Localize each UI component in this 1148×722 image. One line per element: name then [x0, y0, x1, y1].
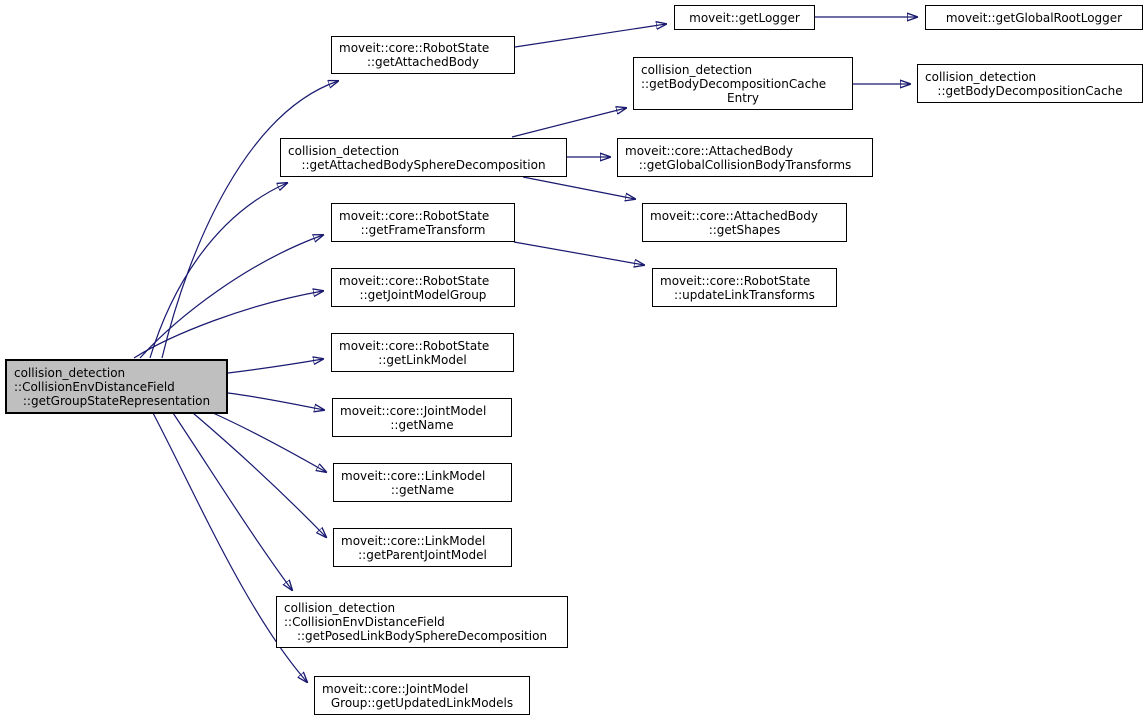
- node-label-line: ::getBodyDecompositionCache: [641, 76, 827, 91]
- node-jointmodel-getname[interactable]: moveit::core::JointModel ::getName: [332, 398, 512, 437]
- edge-spheredecomp-to-cacheentry: [511, 108, 626, 138]
- node-label-line: moveit::core::RobotState: [339, 273, 490, 288]
- edge-getattachedbody-to-getlogger: [514, 24, 666, 48]
- node-getparentjointmodel[interactable]: moveit::core::LinkModel ::getParentJoint…: [333, 528, 512, 567]
- node-linkmodel-getname[interactable]: moveit::core::LinkModel ::getName: [333, 463, 512, 502]
- edge-main-to-getlinkmodel: [227, 359, 323, 374]
- node-label-line: moveit::core::LinkModel: [341, 533, 486, 548]
- node-label-line: moveit::core::JointModel: [340, 403, 487, 418]
- node-updatelinktransforms[interactable]: moveit::core::RobotState ::updateLinkTra…: [652, 268, 837, 307]
- node-label-line: ::getLinkModel: [378, 352, 467, 367]
- node-label-line: moveit::core::AttachedBody: [650, 208, 818, 223]
- edge-main-to-linkmodel-getname: [212, 412, 326, 472]
- node-label-line: ::getAttachedBodySphereDecomposition: [301, 157, 546, 172]
- node-getlogger[interactable]: moveit::getLogger: [674, 5, 815, 30]
- node-label-line: ::getGroupStateRepresentation: [22, 393, 211, 408]
- node-label-line: ::getParentJointModel: [358, 547, 487, 562]
- node-label-line: moveit::core::AttachedBody: [625, 143, 793, 158]
- node-label-line: ::getBodyDecompositionCache: [937, 83, 1123, 98]
- node-label-line: ::getJointModelGroup: [359, 287, 487, 302]
- node-label-line: collision_detection: [641, 62, 753, 77]
- node-label-line: ::getFrameTransform: [360, 222, 486, 237]
- node-label-line: ::getAttachedBody: [366, 55, 480, 69]
- edge-main-to-getframetransform: [139, 235, 323, 359]
- node-getjointmodelgroup[interactable]: moveit::core::RobotState ::getJointModel…: [331, 268, 515, 307]
- node-label-line: collision_detection: [14, 365, 126, 380]
- node-label-line: ::getShapes: [708, 222, 781, 237]
- node-getglobalcollisionbodytransforms[interactable]: moveit::core::AttachedBody ::getGlobalCo…: [617, 138, 873, 177]
- node-getframetransform[interactable]: moveit::core::RobotState ::getFrameTrans…: [331, 203, 515, 242]
- edge-spheredecomp-to-getshapes: [522, 176, 635, 199]
- node-label-line: ::CollisionEnvDistanceField: [14, 379, 175, 394]
- node-label-line: moveit::core::RobotState: [339, 208, 490, 223]
- node-label-line: moveit::core::RobotState: [339, 338, 490, 353]
- node-label-line: ::getGlobalCollisionBodyTransforms: [638, 157, 852, 172]
- edge-main-to-getjointmodelgroup: [133, 291, 323, 359]
- edge-main-to-getattachedbodyspheredecomposition: [149, 183, 287, 359]
- node-getposedlinkbodyspheredecomposition[interactable]: collision_detection ::CollisionEnvDistan…: [276, 596, 568, 648]
- node-label-line: moveit::getLogger: [689, 10, 800, 25]
- node-label-line: collision_detection: [284, 601, 396, 615]
- node-label-line: ::updateLinkTransforms: [674, 287, 815, 302]
- node-label-line: moveit::core::RobotState: [339, 41, 490, 55]
- node-getbodydecompositioncache[interactable]: collision_detection ::getBodyDecompositi…: [917, 64, 1143, 103]
- node-label-line: Entry: [727, 90, 759, 105]
- edge-main-to-getposedlinkbodyspheredecomposition: [172, 412, 292, 590]
- node-getglobalrootlogger[interactable]: moveit::getGlobalRootLogger: [925, 5, 1143, 30]
- node-label-line: collision_detection: [925, 69, 1037, 84]
- edge-main-to-jointmodel-getname: [227, 392, 324, 410]
- node-getbodydecompositioncacheentry[interactable]: collision_detection ::getBodyDecompositi…: [633, 57, 853, 110]
- node-label-line: ::getName: [390, 482, 455, 497]
- node-label-line: ::CollisionEnvDistanceField: [284, 615, 445, 629]
- node-label-line: moveit::core::LinkModel: [341, 468, 486, 483]
- node-getgroupstaterepresentation: collision_detection ::CollisionEnvDistan…: [5, 359, 228, 414]
- edge-main-to-getparentjointmodel: [192, 412, 326, 537]
- node-label-line: Group::getUpdatedLinkModels: [330, 695, 514, 710]
- edge-main-to-getupdatedlinkmodels: [152, 412, 307, 682]
- edge-getframetransform-to-updatelinktransforms: [513, 241, 644, 265]
- node-getupdatedlinkmodels[interactable]: moveit::core::JointModel Group::getUpdat…: [314, 676, 530, 715]
- node-label-line: moveit::core::RobotState: [660, 273, 811, 288]
- node-label-line: ::getName: [390, 417, 454, 432]
- node-label-line: ::getPosedLinkBodySphereDecomposition: [296, 629, 548, 643]
- node-getattachedbody[interactable]: moveit::core::RobotState ::getAttachedBo…: [331, 36, 515, 74]
- node-getshapes[interactable]: moveit::core::AttachedBody ::getShapes: [642, 203, 847, 242]
- node-getlinkmodel[interactable]: moveit::core::RobotState ::getLinkModel: [331, 333, 514, 372]
- node-label-line: moveit::getGlobalRootLogger: [945, 10, 1123, 25]
- node-getattachedbodyspheredecomposition[interactable]: collision_detection ::getAttachedBodySph…: [280, 138, 567, 177]
- edge-main-to-getattachedbody: [161, 81, 338, 359]
- node-label-line: collision_detection: [288, 143, 400, 158]
- node-label-line: moveit::core::JointModel: [322, 681, 469, 696]
